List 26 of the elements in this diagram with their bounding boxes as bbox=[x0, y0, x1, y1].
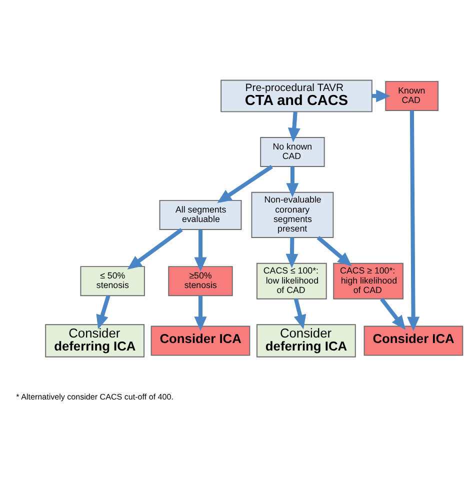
node-box: ≥50% stenosis bbox=[168, 266, 233, 296]
node-box: Non-evaluable coronary segments present bbox=[251, 192, 334, 238]
node-box: ≤ 50% stenosis bbox=[80, 266, 145, 296]
node-box: All segments evaluable bbox=[159, 200, 242, 230]
arrow bbox=[96, 295, 110, 330]
node-box: CACS ≥ 100*: high likelihood of CAD bbox=[333, 262, 404, 300]
node-box: Consider ICA bbox=[364, 326, 464, 356]
node-box: Consider deferring ICA bbox=[256, 324, 356, 358]
arrow bbox=[407, 110, 420, 332]
arrow bbox=[194, 296, 207, 331]
node-box: Known CAD bbox=[385, 80, 439, 111]
node-box: Pre-procedural TAVR CTA and CACS bbox=[220, 80, 372, 112]
arrow bbox=[194, 230, 207, 272]
arrow bbox=[217, 164, 273, 204]
node-box: No known CAD bbox=[260, 137, 325, 168]
arrow bbox=[294, 298, 306, 330]
arrow bbox=[288, 112, 300, 142]
label: * Alternatively consider CACS cut-off of 400. bbox=[16, 392, 174, 402]
node-box: Consider deferring ICA bbox=[45, 324, 145, 358]
arrow bbox=[286, 238, 298, 268]
arrow bbox=[380, 298, 406, 330]
node-box: CACS ≤ 100*: low likelihood of CAD bbox=[256, 262, 327, 300]
node-box: Consider ICA bbox=[150, 326, 250, 356]
arrow bbox=[316, 236, 352, 266]
arrow bbox=[127, 228, 183, 270]
arrow bbox=[286, 166, 299, 198]
